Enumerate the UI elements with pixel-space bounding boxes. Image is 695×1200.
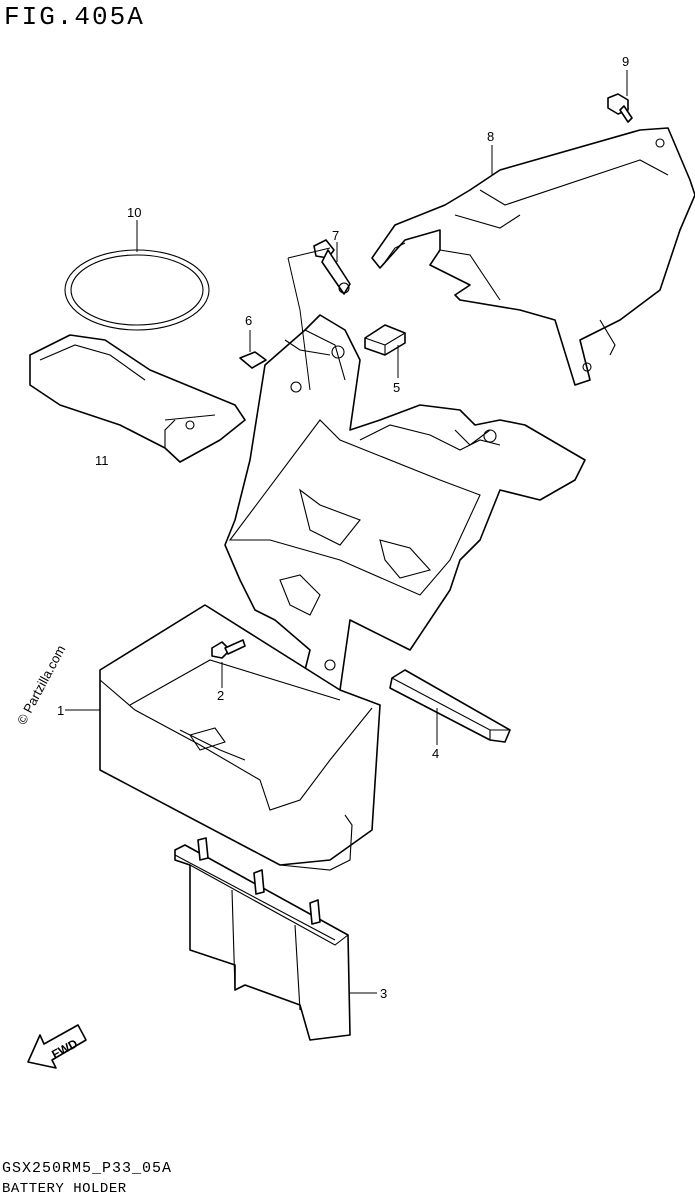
model-code: GSX250RM5_P33_05A bbox=[2, 1160, 173, 1177]
part-11-sheet[interactable] bbox=[29, 334, 246, 463]
part-6-pad[interactable] bbox=[239, 351, 267, 369]
callout-3: 3 bbox=[380, 986, 387, 1001]
callout-11: 11 bbox=[95, 453, 109, 468]
leader-lines bbox=[65, 70, 628, 994]
callout-labels: 1 2 3 4 5 6 7 8 9 10 11 bbox=[57, 54, 629, 1001]
callout-6: 6 bbox=[245, 313, 252, 328]
part-2-screw[interactable] bbox=[211, 639, 246, 659]
part-4-strip[interactable] bbox=[389, 669, 511, 743]
part-1-battery-tray[interactable] bbox=[99, 604, 381, 871]
part-8-cover[interactable] bbox=[371, 127, 695, 386]
part-3-bracket[interactable] bbox=[174, 837, 351, 1041]
callout-1: 1 bbox=[57, 703, 64, 718]
callout-8: 8 bbox=[487, 129, 494, 144]
part-9-bolt[interactable] bbox=[607, 93, 633, 123]
section-title: BATTERY HOLDER bbox=[2, 1181, 127, 1197]
callout-7: 7 bbox=[332, 228, 339, 243]
callout-5: 5 bbox=[393, 380, 400, 395]
fwd-arrow-icon: FWD bbox=[27, 1024, 87, 1069]
callout-9: 9 bbox=[622, 54, 629, 69]
part-7-bolt[interactable] bbox=[313, 239, 351, 295]
part-10-band[interactable] bbox=[64, 249, 210, 331]
callout-10: 10 bbox=[127, 205, 141, 220]
figure-title: FIG.405A bbox=[4, 2, 145, 32]
part-5-pad[interactable] bbox=[364, 324, 406, 356]
callout-2: 2 bbox=[217, 688, 224, 703]
callout-4: 4 bbox=[432, 746, 439, 761]
battery-holder-frame[interactable] bbox=[224, 314, 586, 701]
